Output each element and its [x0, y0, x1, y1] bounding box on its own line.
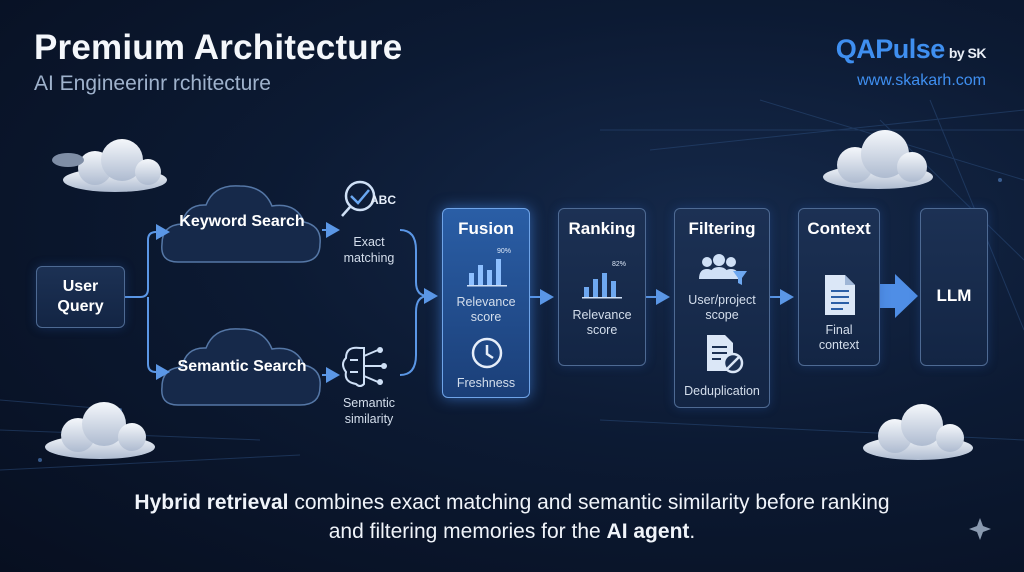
- bar-chart-icon: [467, 259, 507, 287]
- ranking-percent: 82%: [612, 261, 627, 268]
- user-query-label: User Query: [57, 278, 104, 315]
- brand-url[interactable]: www.skakarh.com: [857, 72, 986, 89]
- sparkle-icon: [969, 518, 991, 540]
- cloud-decor-bottomleft: [45, 402, 155, 459]
- fusion-title: Fusion: [458, 219, 514, 238]
- filtering-stage: Filtering User/project scope Deduplicati…: [674, 208, 770, 408]
- footer-bold-2: AI agent: [606, 520, 690, 543]
- document-block-icon: [707, 335, 744, 374]
- users-filter-icon: [699, 254, 747, 285]
- ranking-stage: Ranking 82% Relevance score: [558, 208, 646, 366]
- page-subtitle: AI Engineerinr rchitecture: [34, 72, 271, 95]
- fusion-relevance-label: Relevance score: [456, 295, 516, 324]
- filtering-title: Filtering: [688, 219, 756, 238]
- footer-text-3: .: [689, 520, 696, 543]
- context-final-label: Final context: [818, 323, 860, 352]
- footer-line-2: and filtering memories for the AI agent.: [0, 517, 1024, 546]
- brain-network-icon: [342, 346, 382, 387]
- footer-text-1: combines exact matching and semantic sim…: [288, 491, 890, 514]
- bar-chart-icon: [582, 273, 622, 299]
- fusion-percent: 90%: [497, 248, 512, 255]
- footer-text-2: and filtering memories for the: [328, 520, 607, 543]
- brand-name: QAPulse: [835, 34, 946, 64]
- filtering-scope-label: User/project scope: [688, 293, 756, 322]
- llm-title: LLM: [936, 286, 972, 305]
- cloud-decor-topright: [823, 130, 933, 189]
- fusion-freshness-label: Freshness: [456, 376, 516, 390]
- exact-matching-label: Exact matching: [343, 235, 395, 265]
- cloud-decor-bottomright: [863, 404, 973, 460]
- ranking-title: Ranking: [568, 219, 636, 238]
- footer-caption: Hybrid retrieval combines exact matching…: [0, 488, 1024, 546]
- document-icon: [825, 275, 855, 315]
- page-title: Premium Architecture: [34, 28, 403, 67]
- cloud-decor-topleft: [52, 139, 167, 192]
- arrow-to-llm: [868, 274, 918, 318]
- abc-label: ABC: [370, 193, 396, 207]
- semantic-search-label: Semantic Search: [177, 358, 307, 375]
- footer-line-1: Hybrid retrieval combines exact matching…: [0, 488, 1024, 517]
- user-query-node: User Query: [36, 266, 125, 328]
- context-stage: Context Final context: [798, 208, 880, 366]
- brand-by: by SK: [948, 45, 987, 61]
- fusion-stage: Fusion 90% Relevance score Freshness: [442, 208, 530, 398]
- semantic-similarity-label: Semantic similarity: [342, 396, 396, 426]
- llm-stage: LLM: [920, 208, 988, 366]
- filtering-dedup-label: Deduplication: [684, 384, 760, 398]
- ranking-relevance-label: Relevance score: [572, 308, 632, 337]
- keyword-search-label: Keyword Search: [179, 213, 305, 230]
- footer-bold-1: Hybrid retrieval: [134, 491, 289, 514]
- magnifier-check-icon: [341, 180, 376, 217]
- clock-icon: [471, 337, 503, 369]
- context-title: Context: [807, 219, 871, 238]
